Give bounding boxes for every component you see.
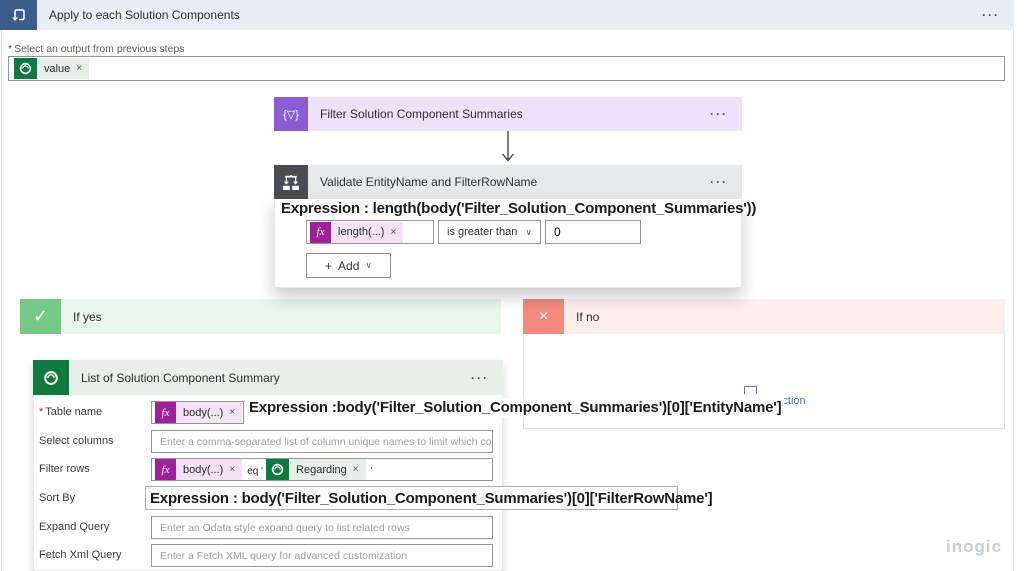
if-no-title: If no xyxy=(576,309,600,324)
filter-rows-input[interactable]: fx body(...) × eq ' Regarding × xyxy=(151,458,493,481)
fx-icon: fx xyxy=(155,459,176,480)
body-expression-token[interactable]: fx body(...) × xyxy=(155,459,243,480)
list-rows-title: List of Solution Component Summary xyxy=(81,370,280,385)
table-name-label-text: Table name xyxy=(45,406,103,418)
dataverse-icon xyxy=(14,58,37,79)
remove-token-icon[interactable]: × xyxy=(229,464,236,475)
entity-name-expression-annotation: Expression :body('Filter_Solution_Compon… xyxy=(246,398,785,418)
select-columns-input[interactable] xyxy=(151,430,493,453)
fx-icon: fx xyxy=(310,221,331,243)
condition-branch-icon xyxy=(274,165,308,199)
apply-to-each-header[interactable]: Apply to each Solution Components ··· xyxy=(0,0,1014,30)
condition-card-header[interactable]: Validate EntityName and FilterRowName ··… xyxy=(274,165,742,199)
add-button-label: Add xyxy=(338,258,360,273)
condition-title: Validate EntityName and FilterRowName xyxy=(320,175,538,189)
required-asterisk: * xyxy=(8,43,13,55)
select-columns-label: Select columns xyxy=(39,435,114,447)
filter-rows-label: Filter rows xyxy=(39,463,90,475)
length-token-label: length(...) xyxy=(338,226,385,238)
value-token-label: value xyxy=(44,62,71,75)
inogic-watermark: inogic xyxy=(946,537,1003,556)
chevron-down-icon: ∨ xyxy=(525,226,532,237)
select-output-label: *Select an output from previous steps xyxy=(8,43,185,55)
operator-selected-value: is greater than xyxy=(447,226,518,238)
fx-icon: fx xyxy=(155,402,176,423)
cross-icon: × xyxy=(523,299,564,334)
table-name-label: *Table name xyxy=(39,406,147,418)
regarding-token[interactable]: Regarding × xyxy=(266,459,366,480)
condition-operator-dropdown[interactable]: is greater than ∨ xyxy=(438,220,541,244)
container-right-border xyxy=(1013,0,1014,571)
list-rows-header[interactable]: List of Solution Component Summary ··· xyxy=(33,360,503,395)
add-action-icon[interactable] xyxy=(744,386,757,394)
list-rows-action-card: List of Solution Component Summary ··· *… xyxy=(33,360,503,571)
filter-action-title: Filter Solution Component Summaries xyxy=(320,107,523,121)
remove-token-icon[interactable]: × xyxy=(229,407,236,418)
list-rows-menu-icon[interactable]: ··· xyxy=(471,370,489,385)
if-yes-header[interactable]: ✓ If yes xyxy=(20,299,501,334)
select-output-label-text: Select an output from previous steps xyxy=(14,43,185,55)
condition-left-operand-input[interactable]: fx length(...) × xyxy=(306,220,434,244)
expand-query-label: Expand Query xyxy=(39,521,110,533)
apply-to-each-menu-icon[interactable]: ··· xyxy=(982,8,1000,22)
list-rows-parameters: *Table name fx body(...) × Select column… xyxy=(33,395,503,571)
container-left-border xyxy=(1,30,2,571)
chevron-down-icon: ∨ xyxy=(365,260,372,270)
filter-action-menu-icon[interactable]: ··· xyxy=(710,107,728,121)
condition-add-button[interactable]: + Add ∨ xyxy=(306,253,391,278)
apply-to-each-loop-icon xyxy=(0,0,37,30)
select-output-input[interactable]: value × xyxy=(8,56,1005,81)
plus-icon: + xyxy=(325,258,333,273)
remove-token-icon[interactable]: × xyxy=(390,226,397,238)
remove-token-icon[interactable]: × xyxy=(76,63,83,74)
filter-suffix-text: ' xyxy=(370,466,373,477)
condition-card-body: Expression : length(body('Filter_Solutio… xyxy=(274,199,756,288)
sort-by-label: Sort By xyxy=(39,492,76,504)
filter-operator-text: eq ' xyxy=(247,466,264,477)
fetch-xml-query-label: Fetch Xml Query xyxy=(39,549,122,561)
sort-by-expression-annotation-box: Expression : body('Filter_Solution_Compo… xyxy=(145,486,713,510)
fetch-xml-query-input[interactable] xyxy=(151,544,493,567)
expand-query-input[interactable] xyxy=(151,516,493,539)
body-token-label: body(...) xyxy=(183,406,224,419)
dataverse-icon xyxy=(33,360,69,395)
filter-action-card[interactable]: {▽} Filter Solution Component Summaries … xyxy=(274,97,742,131)
remove-token-icon[interactable]: × xyxy=(352,464,359,475)
connector-arrow-icon xyxy=(501,131,515,162)
if-yes-title: If yes xyxy=(73,309,102,324)
body-expression-token[interactable]: fx body(...) × xyxy=(155,402,243,423)
dataverse-icon xyxy=(266,459,290,480)
if-no-header[interactable]: × If no xyxy=(523,299,1005,334)
condition-expression-annotation: Expression : length(body('Filter_Solutio… xyxy=(281,200,757,217)
length-expression-token[interactable]: fx length(...) × xyxy=(310,221,404,243)
condition-menu-icon[interactable]: ··· xyxy=(710,175,728,189)
regarding-token-label: Regarding xyxy=(296,463,347,476)
table-name-input[interactable]: fx body(...) × xyxy=(151,401,244,424)
sort-by-expression-annotation: Expression : body('Filter_Solution_Compo… xyxy=(150,489,713,507)
apply-to-each-title: Apply to each Solution Components xyxy=(49,8,240,22)
check-icon: ✓ xyxy=(20,299,61,334)
body-token-label: body(...) xyxy=(183,463,224,476)
value-token[interactable]: value × xyxy=(14,58,90,79)
required-asterisk: * xyxy=(39,406,44,418)
filter-array-icon: {▽} xyxy=(274,97,308,131)
condition-right-operand-input[interactable] xyxy=(545,220,641,244)
